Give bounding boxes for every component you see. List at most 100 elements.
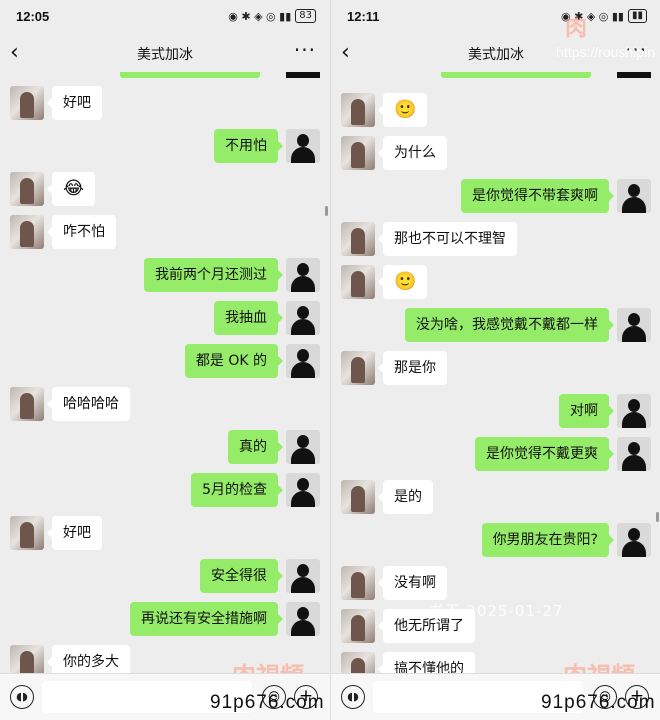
my-avatar[interactable]: [286, 602, 320, 636]
received-message-bubble[interactable]: 咋不怕: [47, 215, 116, 249]
my-avatar[interactable]: [286, 258, 320, 292]
contact-avatar[interactable]: [341, 351, 375, 385]
received-message-bubble[interactable]: 是的: [378, 480, 433, 514]
date-stamp-watermark: 书于 2025-01-27: [428, 602, 564, 620]
message-row: 对啊: [331, 394, 660, 432]
message-row: 是的: [331, 480, 660, 518]
my-avatar[interactable]: [286, 344, 320, 378]
sent-message-bubble[interactable]: 不用怕: [214, 129, 283, 163]
my-avatar[interactable]: [617, 523, 651, 557]
message-row: 5月的检查: [0, 473, 330, 511]
input-bar: ◖◗ ☺ +: [0, 673, 330, 720]
status-icon-glyphs: ◉ ✱ ◈ ◎ ▮▮: [228, 9, 292, 23]
contact-avatar[interactable]: [10, 86, 44, 120]
sent-message-bubble[interactable]: 真的: [228, 430, 283, 464]
status-bar: 12:05 ◉ ✱ ◈ ◎ ▮▮ 83: [0, 0, 330, 34]
contact-avatar[interactable]: [341, 136, 375, 170]
message-row: 我抽血: [0, 301, 330, 339]
sent-message-bubble[interactable]: 5月的检查: [191, 473, 283, 507]
chat-header: ‹ 美式加冰 ···: [0, 34, 330, 72]
received-message-bubble[interactable]: 🙂: [377, 265, 428, 299]
my-avatar[interactable]: [617, 394, 651, 428]
my-avatar[interactable]: [617, 437, 651, 471]
message-row: 安全得很: [0, 559, 330, 597]
received-message-bubble[interactable]: 没有啊: [378, 566, 447, 600]
message-row: 那是你: [331, 351, 660, 389]
message-row: 哈哈哈哈: [0, 387, 330, 425]
status-icons: ◉ ✱ ◈ ◎ ▮▮ ▮▮: [561, 9, 647, 23]
message-row: 我前两个月还测过: [0, 258, 330, 296]
contact-avatar[interactable]: [341, 566, 375, 600]
message-row: 那也不可以不理智: [331, 222, 660, 260]
my-avatar[interactable]: [286, 129, 320, 163]
received-message-bubble[interactable]: 😂: [46, 172, 96, 206]
contact-avatar[interactable]: [10, 387, 44, 421]
more-dots-icon[interactable]: ···: [293, 38, 316, 62]
received-message-bubble[interactable]: 那也不可以不理智: [378, 222, 517, 256]
contact-avatar[interactable]: [10, 516, 44, 550]
brand-watermark-top: 肉: [565, 16, 588, 41]
previous-bubble-fragment: [441, 72, 591, 78]
received-message-bubble[interactable]: 哈哈哈哈: [47, 387, 130, 421]
plus-icon[interactable]: +: [294, 685, 318, 709]
back-arrow-icon[interactable]: ‹: [10, 40, 19, 65]
previous-avatar-fragment: [286, 72, 320, 78]
contact-avatar[interactable]: [10, 172, 44, 206]
status-icon-glyphs: ◉ ✱ ◈ ◎ ▮▮: [561, 9, 624, 23]
voice-icon[interactable]: ◖◗: [10, 685, 34, 709]
sent-message-bubble[interactable]: 安全得很: [200, 559, 283, 593]
my-avatar[interactable]: [286, 430, 320, 464]
received-message-bubble[interactable]: 他无所谓了: [378, 609, 475, 643]
message-row: 再说还有安全措施啊: [0, 602, 330, 640]
received-message-bubble[interactable]: 为什么: [378, 136, 447, 170]
sent-message-bubble[interactable]: 我抽血: [214, 301, 283, 335]
message-row: 😂: [0, 172, 330, 210]
message-input[interactable]: [373, 681, 583, 713]
chat-title: 美式加冰: [137, 47, 193, 63]
my-avatar[interactable]: [286, 301, 320, 335]
message-row: 没有啊: [331, 566, 660, 604]
emoji-icon[interactable]: ☺: [593, 685, 617, 709]
received-message-bubble[interactable]: 那是你: [378, 351, 447, 385]
contact-avatar[interactable]: [341, 480, 375, 514]
scrollbar-thumb[interactable]: [656, 512, 659, 522]
sent-message-bubble[interactable]: 都是 OK 的: [184, 344, 284, 378]
previous-avatar-fragment: [617, 72, 651, 78]
emoji-icon[interactable]: ☺: [262, 685, 286, 709]
battery-icon: ▮▮: [627, 9, 647, 23]
sent-message-bubble[interactable]: 再说还有安全措施啊: [130, 602, 283, 636]
battery-icon: 83: [295, 9, 316, 23]
url-watermark: https://roushipin: [556, 44, 655, 60]
sent-message-bubble[interactable]: 对啊: [559, 394, 614, 428]
received-message-bubble[interactable]: 🙂: [377, 93, 428, 127]
received-message-bubble[interactable]: 好吧: [47, 86, 102, 120]
sent-message-bubble[interactable]: 我前两个月还测过: [144, 258, 283, 292]
message-row: 好吧: [0, 516, 330, 554]
plus-icon[interactable]: +: [625, 685, 649, 709]
sent-message-bubble[interactable]: 没为啥，我感觉戴不戴都一样: [405, 308, 614, 342]
message-row: 🙂: [331, 265, 660, 303]
contact-avatar[interactable]: [341, 265, 375, 299]
sent-message-bubble[interactable]: 是你觉得不带套爽啊: [461, 179, 614, 213]
back-arrow-icon[interactable]: ‹: [341, 40, 350, 65]
my-avatar[interactable]: [286, 473, 320, 507]
status-bar: 12:11 ◉ ✱ ◈ ◎ ▮▮ ▮▮: [331, 0, 660, 34]
message-row: 没为啥，我感觉戴不戴都一样: [331, 308, 660, 346]
footer-watermark: 91p676.com: [541, 692, 656, 713]
message-input[interactable]: [42, 681, 252, 713]
my-avatar[interactable]: [617, 308, 651, 342]
previous-bubble-fragment: [120, 72, 260, 78]
scrollbar-thumb[interactable]: [325, 206, 328, 216]
contact-avatar[interactable]: [341, 609, 375, 643]
contact-avatar[interactable]: [341, 222, 375, 256]
my-avatar[interactable]: [617, 179, 651, 213]
more-dots-icon[interactable]: ···: [624, 38, 647, 62]
my-avatar[interactable]: [286, 559, 320, 593]
contact-avatar[interactable]: [341, 93, 375, 127]
received-message-bubble[interactable]: 好吧: [47, 516, 102, 550]
sent-message-bubble[interactable]: 你男朋友在贵阳?: [481, 523, 615, 557]
sent-message-bubble[interactable]: 是你觉得不戴更爽: [475, 437, 614, 471]
contact-avatar[interactable]: [10, 215, 44, 249]
voice-icon[interactable]: ◖◗: [341, 685, 365, 709]
